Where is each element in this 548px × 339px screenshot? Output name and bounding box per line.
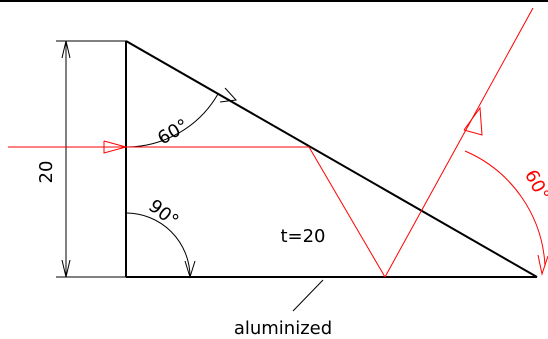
prism-outline [125,40,538,278]
ray-incident-arrow [103,140,128,154]
coating-leader [292,279,324,312]
light-ray [8,7,548,278]
angle-top-label: 60° [154,115,192,149]
dimension-arrow-bottom [61,259,71,278]
dimension-arrow-top [61,40,71,59]
thickness-label: t=20 [280,226,325,247]
prism-hypotenuse [125,40,538,278]
arc-60-right-arrow [537,254,548,276]
arc-60-top [125,93,219,148]
height-dimension [56,40,126,278]
arc-90-arrow [184,260,196,279]
arc-90-bottom [125,212,191,278]
ray-reflect-1 [308,146,386,278]
ray-exit-arrow [463,106,483,136]
angle-right-label: 60° [520,166,548,204]
angle-arcs [125,87,238,279]
ray-reflect-2 [384,7,534,278]
angle-bottom-label: 90° [144,196,182,232]
height-label: 20 [36,161,57,184]
arc-60-right [464,150,546,267]
coating-label: aluminized [234,318,332,339]
arc-60-arrow [219,87,238,103]
